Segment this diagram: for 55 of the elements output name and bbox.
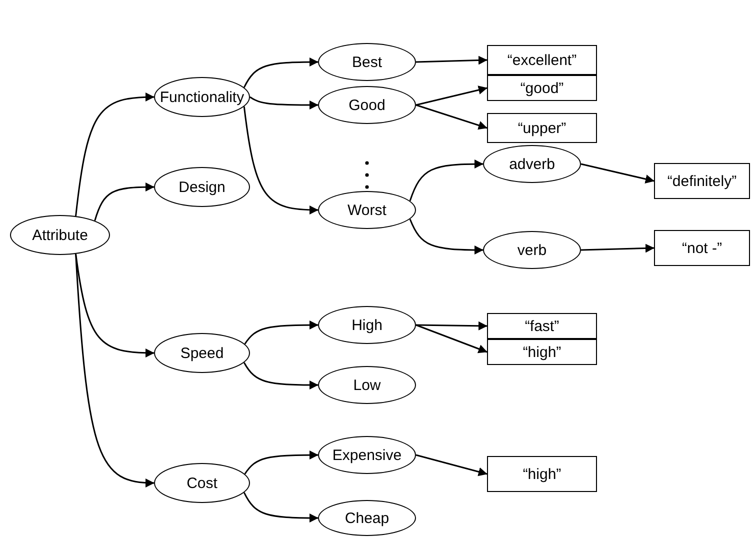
phrase-label: “upper” (518, 120, 566, 136)
concept-label: Functionality (160, 88, 244, 106)
concept-label: Good (348, 96, 386, 114)
arrow (580, 163, 654, 184)
concept-label: Speed (180, 344, 224, 362)
concept-label: Low (353, 376, 381, 394)
concept-label: Expensive (332, 446, 402, 464)
arrow (416, 454, 488, 476)
concept-label: verb (517, 242, 547, 258)
arrow (244, 320, 318, 344)
arrow (75, 92, 154, 216)
phrase-box (487, 45, 597, 75)
phrase-label: “high” (522, 466, 562, 482)
arrow (416, 56, 488, 65)
concept-ellipse (318, 191, 416, 229)
phrase-label: “high” (522, 344, 562, 360)
arrow (416, 321, 488, 330)
arrow (409, 218, 484, 254)
phrase-box (487, 339, 597, 365)
concept-label: Cost (186, 474, 218, 492)
concept-label: Best (352, 54, 382, 70)
arrow (94, 182, 154, 221)
phrase-box (654, 230, 750, 266)
arrow (75, 254, 154, 358)
arrow (244, 450, 318, 474)
arrow (243, 106, 318, 214)
arrow (243, 492, 318, 522)
phrase-label: “excellent” (507, 52, 577, 68)
concept-label: adverb (509, 156, 555, 172)
phrase-label: “not -” (682, 240, 722, 256)
concept-ellipse (154, 463, 250, 503)
arrow (416, 104, 488, 130)
arrow (580, 244, 654, 253)
arrow (416, 86, 488, 106)
phrase-box (487, 456, 597, 492)
concept-label: Attribute (32, 226, 88, 244)
phrase-label: “fast” (524, 318, 560, 334)
phrase-box (487, 313, 597, 339)
arrow (416, 324, 488, 354)
concept-label: Design (178, 178, 226, 196)
phrase-label: “definitely” (667, 172, 737, 190)
arrow (75, 254, 154, 488)
arrow (243, 58, 318, 88)
concept-label: Cheap (344, 510, 390, 526)
concept-label: Worst (348, 202, 386, 218)
concept-ellipse (154, 77, 250, 117)
concept-ellipse (154, 333, 250, 373)
phrase-box (654, 163, 750, 199)
phrase-label: “good” (520, 80, 564, 96)
arrow (250, 96, 318, 110)
arrow (409, 160, 484, 202)
phrase-box (487, 75, 597, 101)
phrase-box (487, 113, 597, 143)
arrow (243, 362, 318, 390)
concept-label: High (352, 316, 382, 334)
